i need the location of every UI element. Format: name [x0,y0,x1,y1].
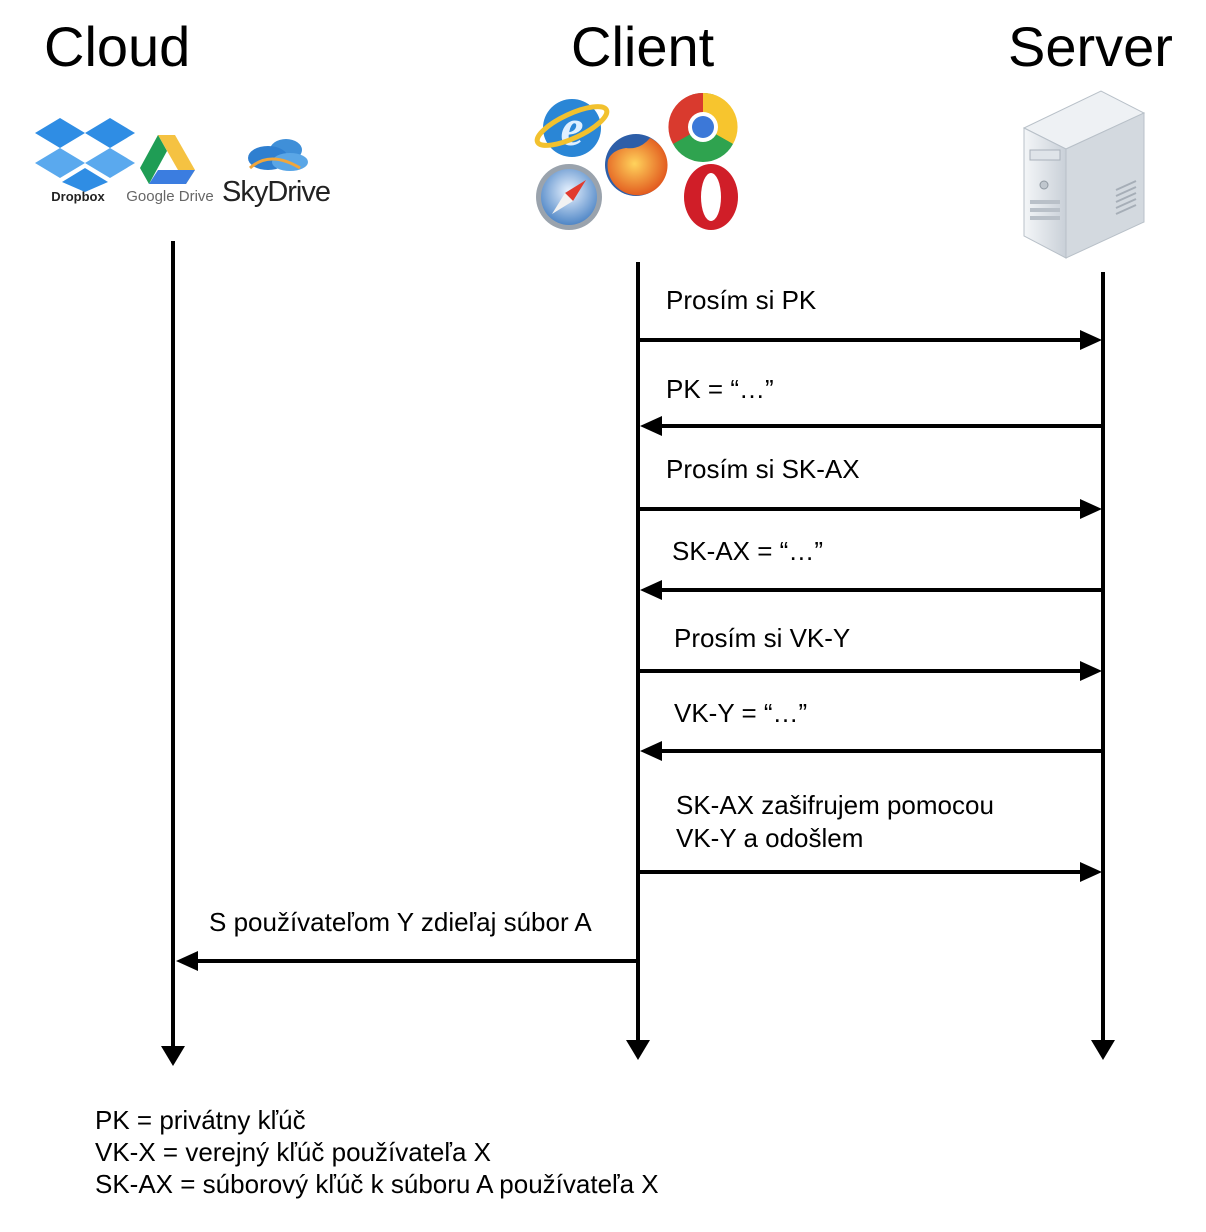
message-label: Prosím si PK [666,285,817,315]
message-label: VK-Y a odošlem [676,823,864,853]
legend-item: VK-X = verejný kľúč používateľa X [95,1137,491,1167]
cloud-lifeline [161,241,185,1066]
client-lifeline [626,262,650,1060]
message-arrow-request-sk-ax [638,499,1102,519]
legend-item: PK = privátny kľúč [95,1105,306,1135]
message-arrow-response-vk-y [640,741,1103,761]
message-arrow-share-file [176,951,638,971]
skydrive-icon: SkyDrive [222,139,331,208]
internet-explorer-icon: e [534,99,610,157]
message-arrow-request-pk [638,330,1102,350]
legend-item: SK-AX = súborový kľúč k súboru A používa… [95,1169,659,1199]
message-label: Prosím si SK-AX [666,454,860,484]
cloud-actor-title: Cloud [44,15,191,78]
google-drive-label: Google Drive [126,188,214,205]
message-label: SK-AX = “…” [672,536,823,566]
server-tower-icon [1022,90,1146,259]
legend: PK = privátny kľúč VK-X = verejný kľúč p… [95,1104,659,1200]
safari-icon [536,164,602,230]
client-actor-title: Client [571,15,715,78]
firefox-icon [605,134,668,196]
message-label: SK-AX zašifrujem pomocou [676,790,994,820]
server-actor-title: Server [1008,15,1173,78]
message-label: Prosím si VK-Y [674,623,851,653]
skydrive-label: SkyDrive [222,176,330,208]
message-arrow-send-encrypted-key [638,862,1102,882]
message-arrow-request-vk-y [638,661,1102,681]
message-label: S používateľom Y zdieľaj súbor A [209,907,592,937]
dropbox-icon: Dropbox [35,118,135,204]
message-label: VK-Y = “…” [674,698,808,728]
opera-icon [684,164,738,230]
chrome-icon [668,92,738,163]
server-lifeline [1091,272,1115,1060]
dropbox-label: Dropbox [51,189,105,204]
google-drive-icon: Google Drive [126,135,214,205]
message-arrow-response-sk-ax [640,580,1103,600]
message-arrow-response-pk [640,416,1103,436]
message-label: PK = “…” [666,374,774,404]
